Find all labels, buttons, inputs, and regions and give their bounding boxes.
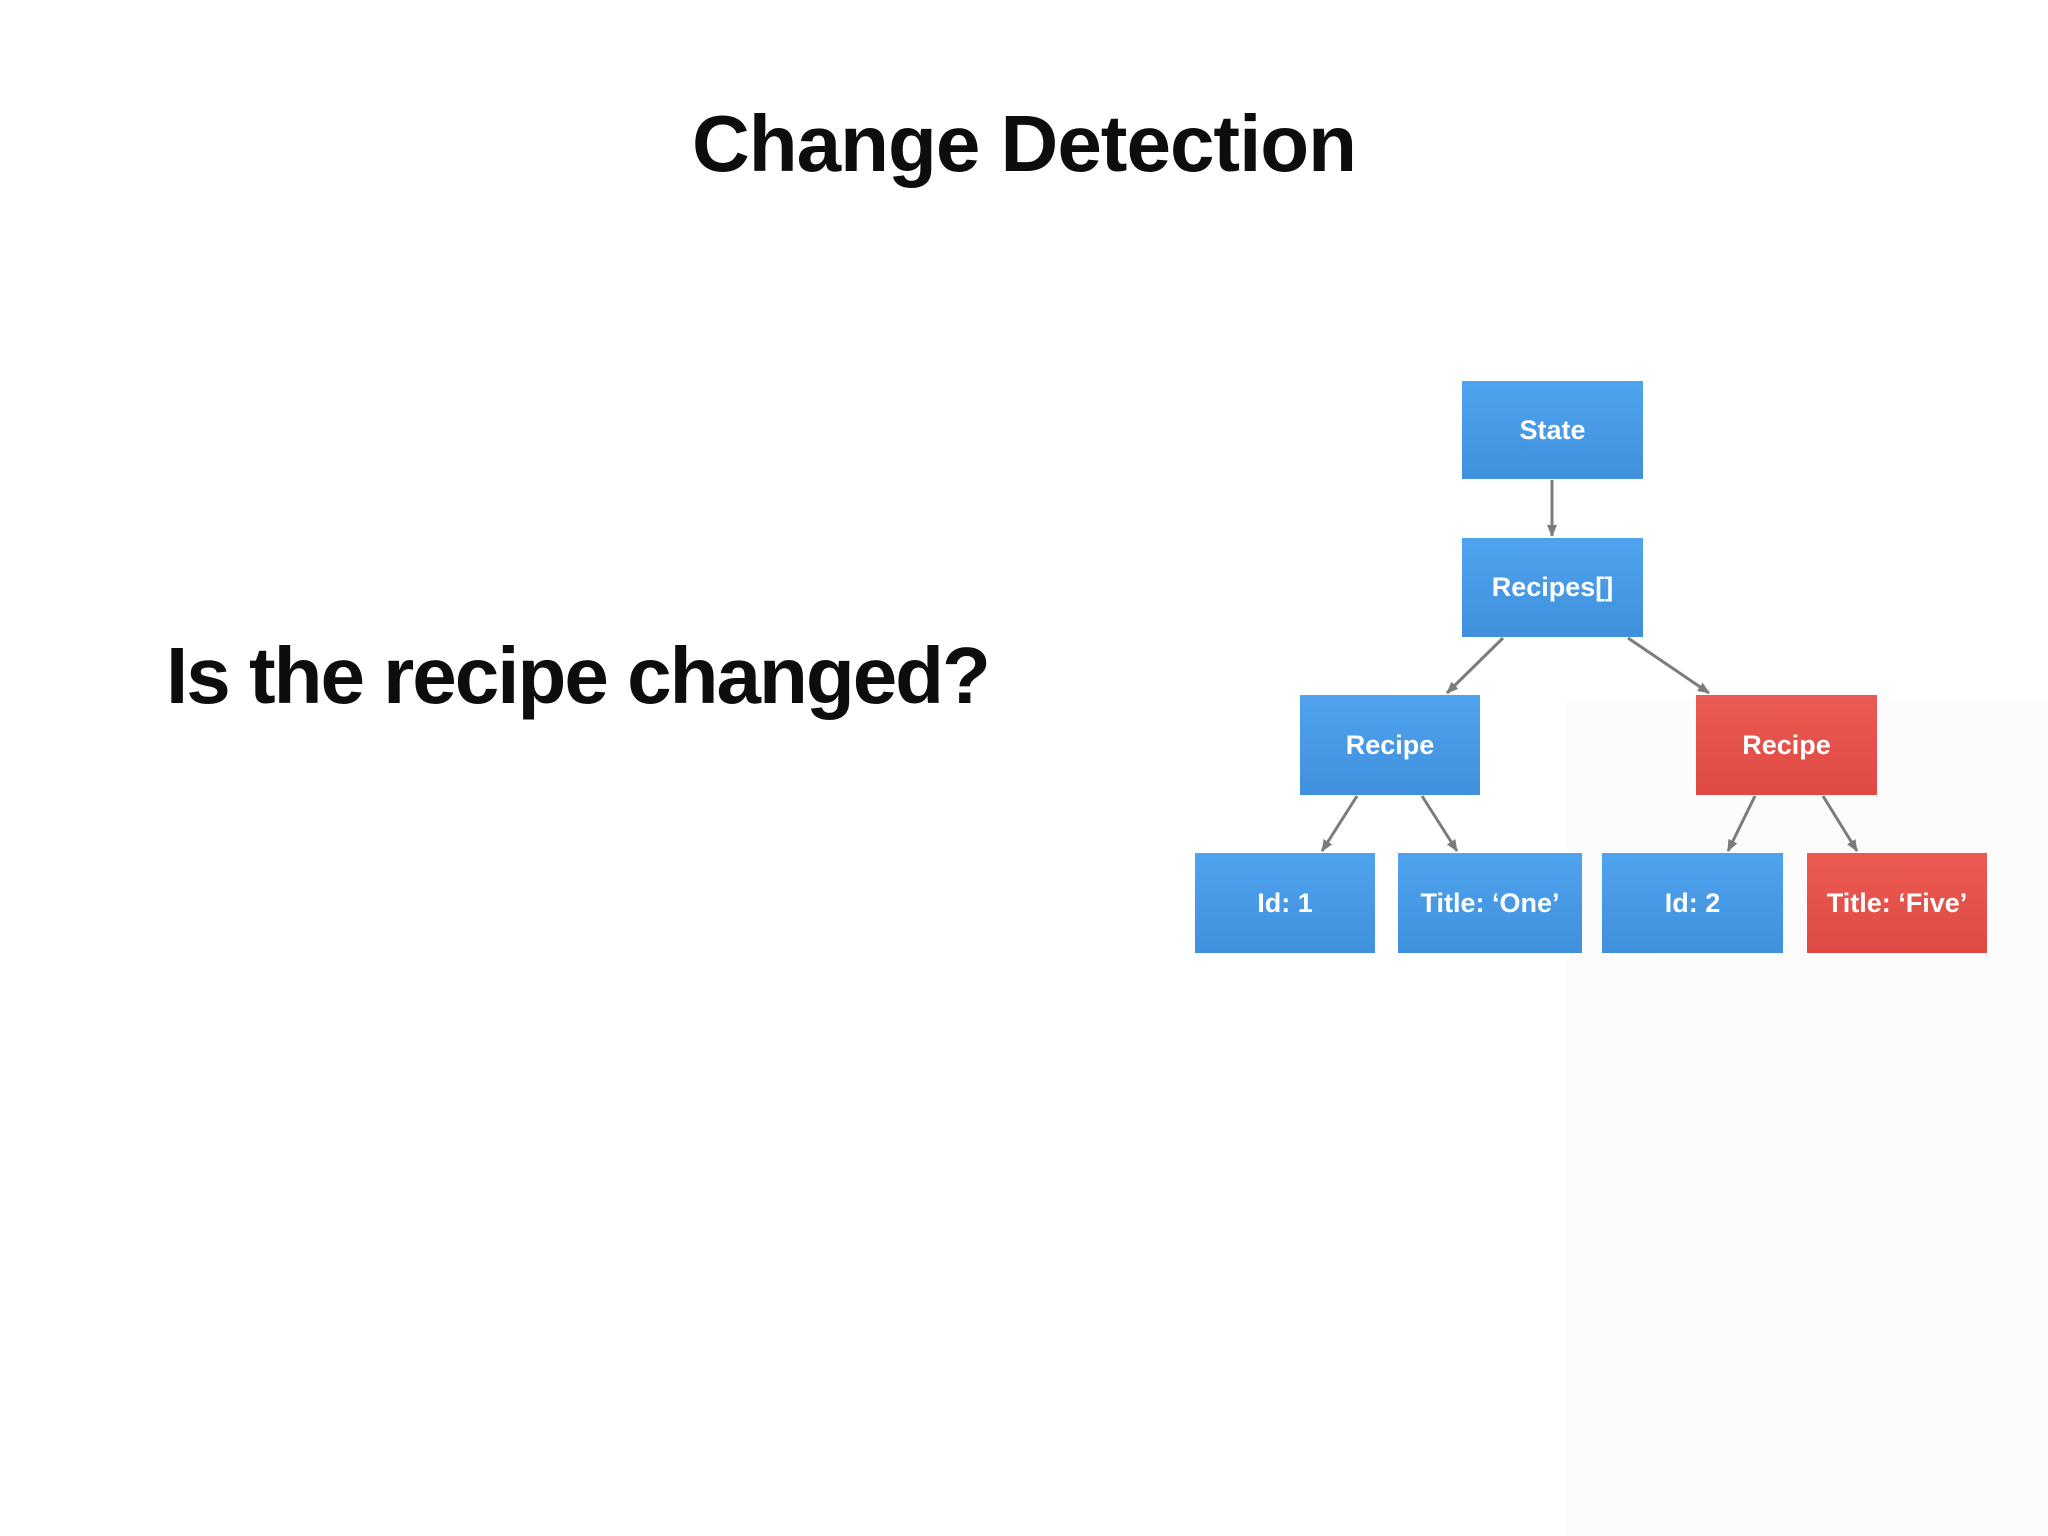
edge-recipe1-titleone — [1420, 795, 1459, 852]
node-recipe-unchanged: Recipe — [1300, 695, 1480, 795]
node-id-1: Id: 1 — [1195, 853, 1375, 953]
node-id-2-label: Id: 2 — [1664, 887, 1721, 918]
node-title-five: Title: ‘Five’ — [1807, 853, 1987, 953]
edge-recipes-recipe1 — [1445, 636, 1505, 695]
node-id-1-label: Id: 1 — [1257, 887, 1313, 918]
node-recipes-array-label: Recipes[] — [1491, 572, 1614, 602]
node-id-2: Id: 2 — [1602, 853, 1783, 953]
node-title-one-label: Title: ‘One’ — [1420, 887, 1560, 918]
node-title-five-label: Title: ‘Five’ — [1826, 887, 1968, 918]
slide-title: Change Detection — [691, 99, 1357, 188]
edge-recipe1-id1 — [1320, 795, 1359, 852]
background-shade — [1566, 700, 2048, 1536]
node-recipe-changed-label: Recipe — [1742, 729, 1831, 760]
node-state: State — [1462, 381, 1643, 479]
node-title-one: Title: ‘One’ — [1398, 853, 1582, 953]
node-recipes-array: Recipes[] — [1462, 538, 1643, 637]
node-state-label: State — [1519, 414, 1586, 445]
edge-recipes-recipe2 — [1627, 636, 1710, 695]
question-text: Is the recipe changed? — [166, 631, 991, 720]
node-recipe-changed: Recipe — [1696, 695, 1877, 795]
node-recipe-unchanged-label: Recipe — [1345, 729, 1435, 760]
